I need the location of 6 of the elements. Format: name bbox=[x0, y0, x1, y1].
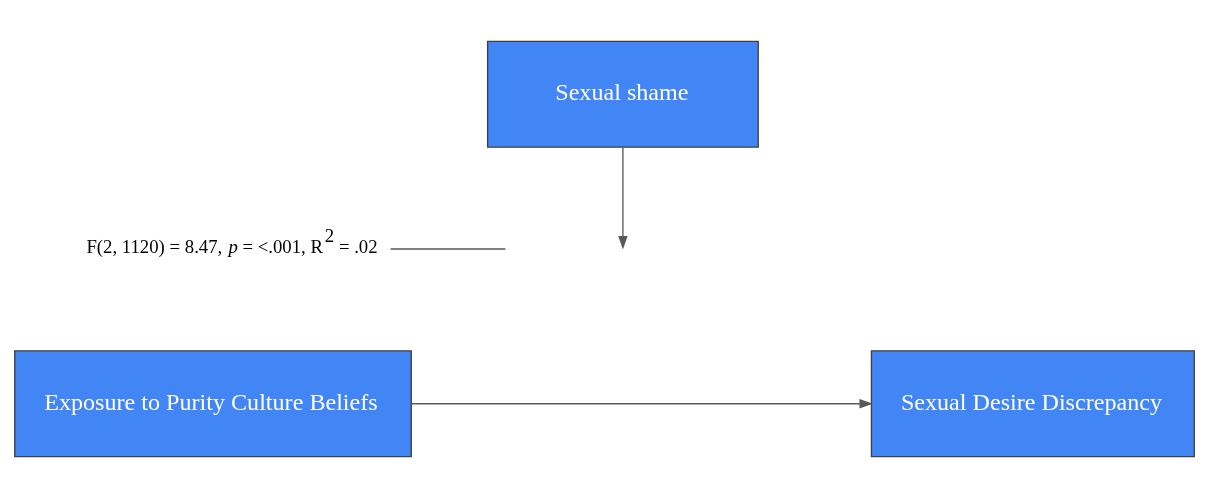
node-box: Sexual shame bbox=[486, 40, 759, 148]
connector bbox=[389, 247, 507, 250]
node-box: Exposure to Purity Culture Beliefs bbox=[14, 349, 412, 457]
arrow bbox=[618, 146, 628, 250]
node-box: Sexual Desire Discrepancy bbox=[870, 349, 1195, 457]
arrow bbox=[410, 398, 873, 408]
